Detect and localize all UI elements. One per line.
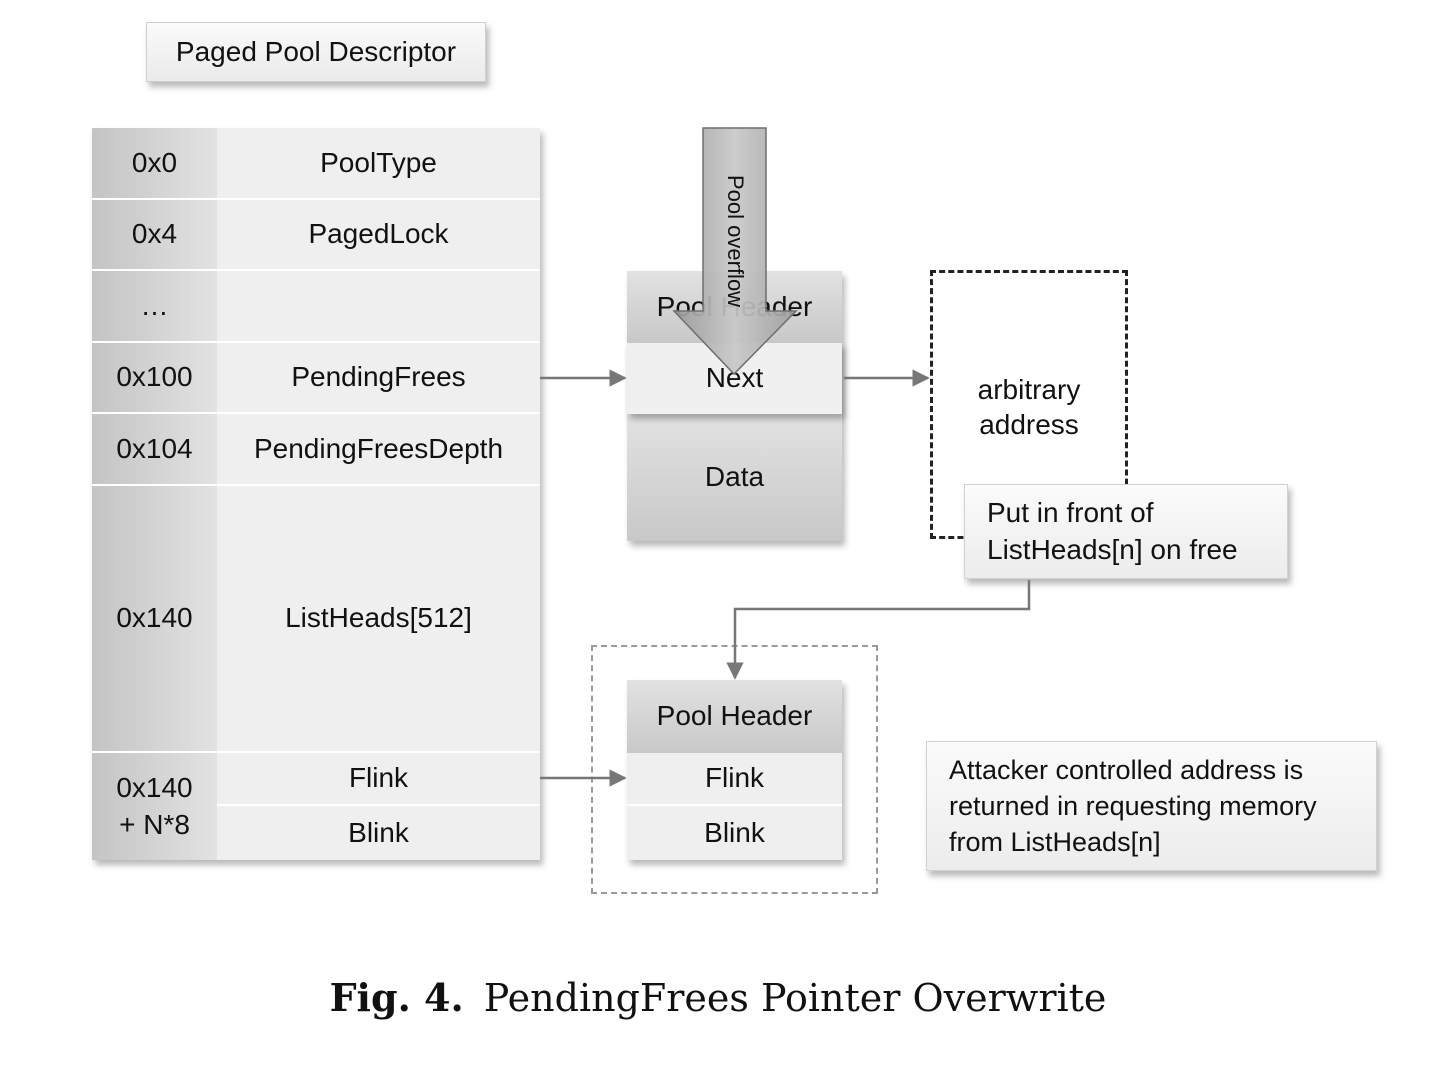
pool-overflow-label: Pool overflow	[719, 166, 751, 316]
figure-caption-text: PendingFrees Pointer Overwrite	[483, 976, 1107, 1020]
field-cell: ListHeads[512]	[217, 486, 540, 753]
field-cell: PagedLock	[217, 200, 540, 271]
put-in-front-note: Put in front of ListHeads[n] on free	[964, 484, 1288, 579]
list-entry-flink-text: Flink	[348, 762, 409, 794]
field-text: PendingFrees	[291, 361, 466, 393]
result-chunk-flink-text: Flink	[704, 762, 765, 794]
descriptor-title: Paged Pool Descriptor	[146, 22, 486, 82]
attacker-note: Attacker controlled address is returned …	[926, 741, 1377, 871]
offset-text: …	[140, 289, 169, 321]
offset-cell: 0x104	[92, 414, 217, 486]
offset-text: 0x4	[131, 218, 178, 250]
put-in-front-line2: ListHeads[n] on free	[987, 533, 1238, 565]
field-cell	[217, 271, 540, 343]
descriptor-title-text: Paged Pool Descriptor	[175, 35, 457, 67]
field-cell: PendingFrees	[217, 343, 540, 414]
arbitrary-address-line1: arbitrary	[977, 374, 1081, 405]
offset-cell: 0x100	[92, 343, 217, 414]
note-to-result-arrow	[726, 580, 1031, 680]
field-cell: PendingFreesDepth	[217, 414, 540, 486]
attacker-note-line3: from ListHeads[n]	[949, 827, 1161, 858]
list-entry-offset: 0x140 + N*8	[92, 753, 217, 860]
field-text: PagedLock	[308, 218, 449, 250]
put-in-front-line1: Put in front of	[987, 497, 1154, 528]
offset-cell: 0x4	[92, 200, 217, 271]
result-chunk-blink: Blink	[627, 806, 842, 860]
list-entry-flink: Flink	[217, 753, 540, 806]
list-entry-offset-line2: + N*8	[119, 808, 190, 840]
pool-overflow-label-text: Pool overflow	[723, 174, 748, 308]
pool-overflow-arrow	[672, 127, 798, 376]
attacker-note-line1: Attacker controlled address is	[949, 755, 1304, 785]
offset-cell: 0x140	[92, 486, 217, 753]
list-entry-blink-text: Blink	[348, 816, 409, 848]
offset-text: 0x104	[116, 432, 193, 464]
field-text: PoolType	[320, 146, 437, 178]
figure-caption-label: Fig. 4.	[329, 975, 464, 1020]
offset-cell: …	[92, 271, 217, 343]
attacker-note-line2: returned in requesting memory	[949, 791, 1317, 822]
overflowed-chunk-data: Data	[627, 414, 842, 541]
figure-caption: Fig. 4. PendingFrees Pointer Overwrite	[0, 975, 1436, 1020]
list-entry-blink: Blink	[217, 806, 540, 860]
list-entry-offset-line1: 0x140	[116, 772, 193, 804]
field-cell: PoolType	[217, 128, 540, 200]
arbitrary-address-line2: address	[979, 409, 1079, 440]
result-chunk-flink: Flink	[627, 753, 842, 806]
overflowed-chunk-data-text: Data	[704, 461, 765, 493]
result-chunk-header-text: Pool Header	[656, 700, 813, 732]
result-chunk-blink-text: Blink	[704, 816, 765, 848]
field-text: PendingFreesDepth	[253, 432, 504, 464]
result-chunk-header: Pool Header	[627, 680, 842, 753]
arbitrary-address-label: arbitrary address	[930, 372, 1128, 442]
offset-text: 0x100	[116, 361, 193, 393]
field-text: ListHeads[512]	[285, 602, 472, 634]
offset-text: 0x140	[116, 602, 193, 634]
offset-cell: 0x0	[92, 128, 217, 200]
offset-text: 0x0	[131, 146, 178, 178]
